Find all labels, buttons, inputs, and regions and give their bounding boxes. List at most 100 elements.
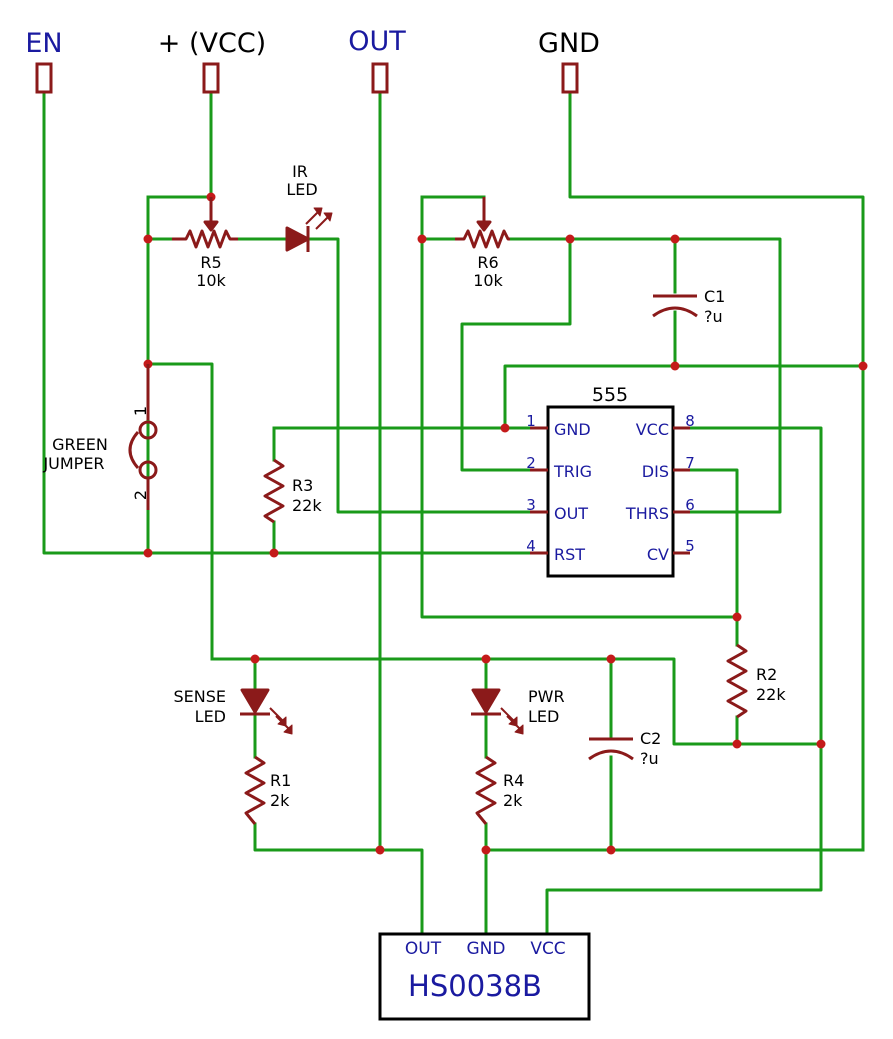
hs0038b-pin-gnd: GND <box>467 939 506 959</box>
wire-led-row <box>210 657 823 746</box>
ic-555-pin4-num: 4 <box>526 537 536 555</box>
ic-555: 555 1 2 3 4 8 7 6 5 GND TRIG OUT RST VCC… <box>526 384 695 578</box>
ir-led-symbol <box>285 207 333 252</box>
sense-led-label-line1: SENSE <box>174 687 227 706</box>
ic-555-pin3-num: 3 <box>526 496 536 514</box>
connector-en-pad <box>35 62 53 94</box>
connector-vcc-label: + (VCC) <box>158 28 266 59</box>
junction-dot <box>500 423 510 433</box>
ic-555-pin3-label: OUT <box>554 504 588 523</box>
ic-555-pin1-label: GND <box>554 420 591 439</box>
junction-dot <box>481 845 491 855</box>
wire-r6-right <box>508 237 782 514</box>
r1-name: R1 <box>270 771 291 790</box>
ic-555-pin6-num: 6 <box>685 496 695 514</box>
sense-led-symbol <box>240 688 293 735</box>
jumper-pin1: 1 <box>131 406 150 416</box>
junction-dot <box>565 234 575 244</box>
c2-capacitor <box>588 737 634 761</box>
ic-555-pin8-label: VCC <box>636 420 669 439</box>
r2-name: R2 <box>756 665 777 684</box>
r6-value: 10k <box>473 271 503 290</box>
pwr-led-label-line1: PWR <box>528 687 565 706</box>
r3-name: R3 <box>292 476 313 495</box>
junctions <box>143 192 868 855</box>
ic-555-pin7-num: 7 <box>685 454 695 472</box>
hs0038b-name: HS0038B <box>408 969 542 1003</box>
hs0038b-pin-vcc: VCC <box>530 939 565 959</box>
ic-555-pin5-label: CV <box>647 545 669 564</box>
r4-value: 2k <box>503 791 523 810</box>
r5-potentiometer <box>172 197 238 249</box>
ic-555-pin2-num: 2 <box>526 454 536 472</box>
c2-name: C2 <box>640 729 661 748</box>
ic-555-pin6-label: THRS <box>625 504 669 523</box>
ic-555-pin8-num: 8 <box>685 412 695 430</box>
hs0038b-body <box>378 932 591 1021</box>
ic-555-pin4-label: RST <box>554 545 585 564</box>
r3-value: 22k <box>292 496 322 515</box>
connector-out-pad <box>371 62 389 94</box>
wire-gnd <box>568 90 865 852</box>
jumper-pin2: 2 <box>131 490 150 500</box>
connector-gnd-pad <box>561 62 579 94</box>
r4-resistor <box>475 755 497 825</box>
green-jumper <box>128 364 158 510</box>
junction-dot <box>143 548 153 558</box>
junction-dot <box>816 739 826 749</box>
ic-555-pin7-label: DIS <box>642 462 669 481</box>
ic-555-pin5-num: 5 <box>685 537 695 555</box>
ic-555-name: 555 <box>592 384 628 406</box>
r1-value: 2k <box>270 791 290 810</box>
ir-led-label-line2: LED <box>286 180 317 199</box>
junction-dot <box>143 234 153 244</box>
connector-gnd-label: GND <box>538 28 600 59</box>
r1-resistor <box>244 755 266 825</box>
junction-dot <box>732 612 742 622</box>
wire-en <box>42 90 532 555</box>
wire-r1-bottom <box>253 822 424 936</box>
hs0038b-pin-out: OUT <box>405 939 442 959</box>
junction-dot <box>606 654 616 664</box>
ic-555-pin1-num: 1 <box>526 412 536 430</box>
r5-name: R5 <box>200 253 221 272</box>
r5-value: 10k <box>196 271 226 290</box>
junction-dot <box>606 845 616 855</box>
junction-dot <box>269 548 279 558</box>
connector-out-label: OUT <box>348 26 406 57</box>
junction-dot <box>250 654 260 664</box>
r3-resistor <box>263 458 285 524</box>
c1-capacitor <box>652 294 698 318</box>
junction-dot <box>417 234 427 244</box>
connector-en-label: EN <box>25 28 62 59</box>
wire-gnd-555 <box>503 364 865 430</box>
ic-555-pin2-label: TRIG <box>553 462 592 481</box>
ir-led-label-line1: IR <box>292 162 308 181</box>
junction-dot <box>732 739 742 749</box>
connector-vcc-pad <box>202 62 220 94</box>
wires <box>42 90 865 936</box>
ic-555-body <box>546 405 675 578</box>
r6-name: R6 <box>477 253 498 272</box>
hs0038b-module: OUT GND VCC HS0038B <box>378 932 591 1021</box>
r2-value: 22k <box>756 685 786 704</box>
junction-dot <box>858 361 868 371</box>
c1-value: ?u <box>704 307 723 326</box>
c2-value: ?u <box>640 749 659 768</box>
pwr-led-label-line2: LED <box>528 707 559 726</box>
wire-ir-led-to-out <box>306 237 532 514</box>
c1-name: C1 <box>704 287 725 306</box>
r6-potentiometer <box>455 197 510 249</box>
jumper-label-line2: JUMPER <box>42 454 104 473</box>
r4-name: R4 <box>503 771 524 790</box>
wire-vcc-555 <box>545 426 823 936</box>
junction-dot <box>481 654 491 664</box>
junction-dot <box>670 234 680 244</box>
wire-r6-rail <box>420 195 739 619</box>
wire-trig <box>460 237 572 472</box>
junction-dot <box>375 845 385 855</box>
junction-dot <box>670 361 680 371</box>
jumper-label-line1: GREEN <box>52 435 108 454</box>
wire-jumper-top <box>146 362 214 661</box>
